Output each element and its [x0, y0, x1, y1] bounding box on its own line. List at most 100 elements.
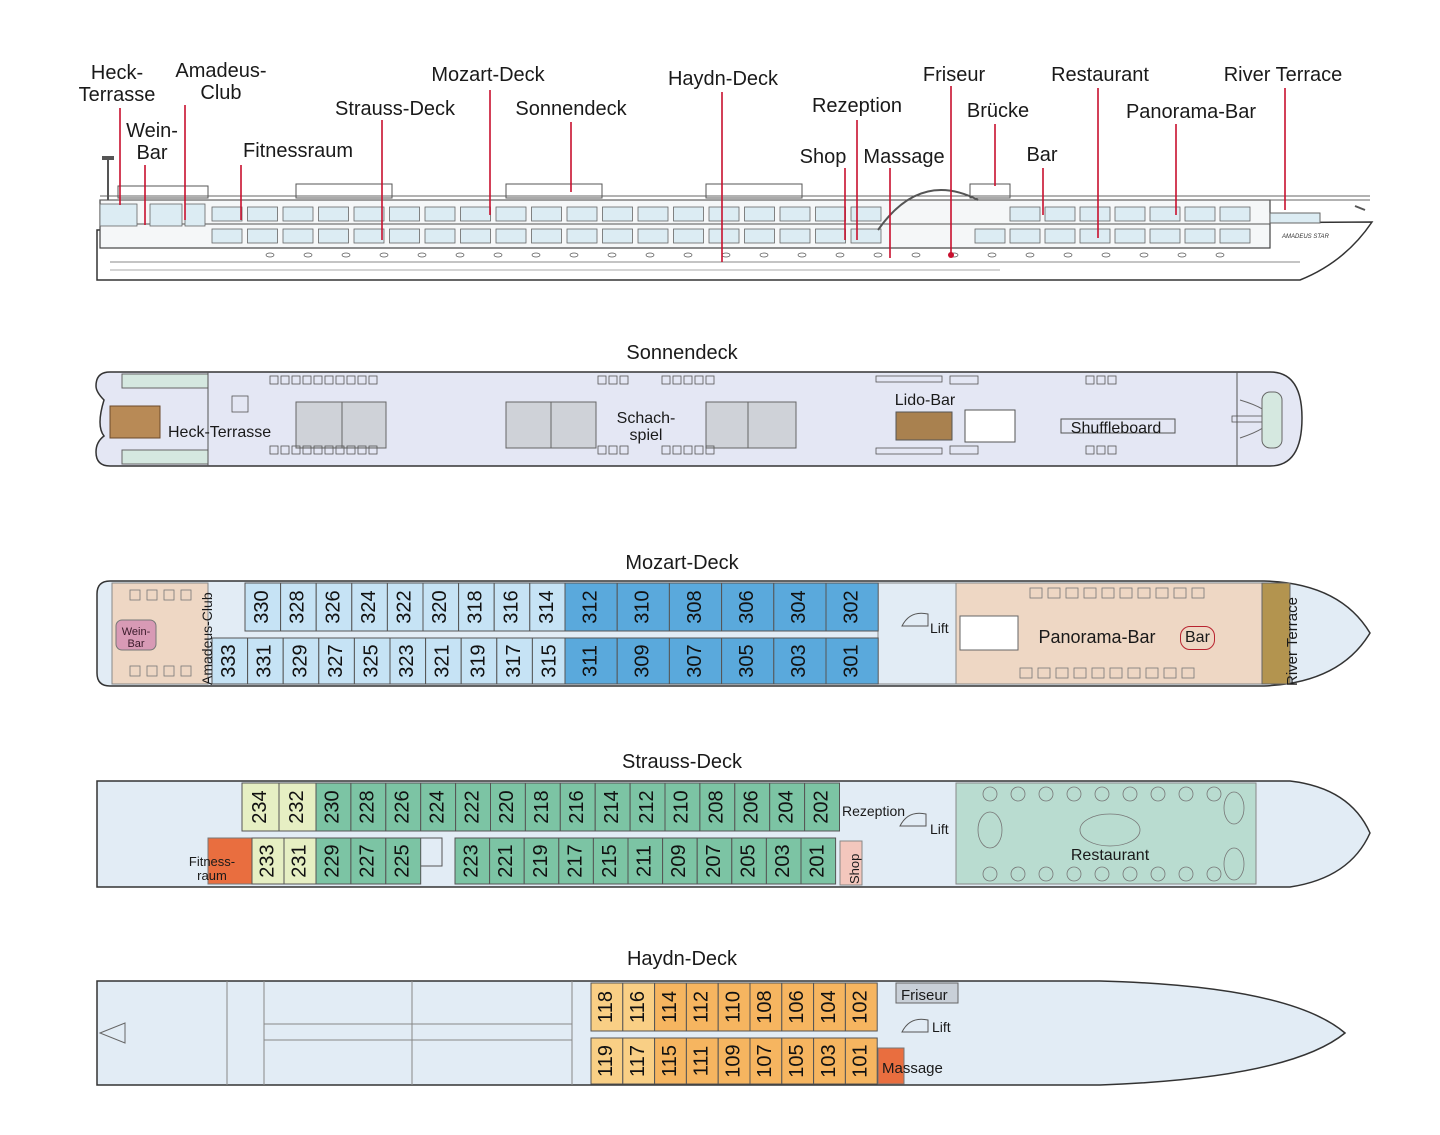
window — [673, 206, 704, 222]
table — [1191, 587, 1205, 599]
strauss-deck-title: Strauss-Deck — [621, 751, 743, 773]
lounger — [357, 375, 367, 385]
window — [1079, 206, 1111, 222]
cabin-224 — [420, 782, 457, 832]
table — [1155, 587, 1169, 599]
cabin-number: 204 — [775, 790, 797, 823]
table — [1223, 847, 1245, 881]
window — [779, 206, 811, 222]
cabin-number: 105 — [786, 1044, 808, 1077]
mozart-deck-title: Mozart-Deck — [625, 552, 739, 574]
porthole — [721, 252, 731, 258]
cabin-number: 208 — [706, 790, 728, 823]
cabin-104 — [813, 982, 846, 1032]
cabin-330 — [244, 582, 282, 632]
cabin-214 — [594, 782, 631, 832]
label-panorama-bar: Panorama-Bar — [1125, 101, 1257, 123]
table — [1122, 866, 1138, 882]
haydn-massage: Massage — [882, 1060, 943, 1077]
table — [982, 866, 998, 882]
cabin-number: 326 — [322, 590, 344, 623]
window — [1044, 206, 1076, 222]
cabin-number: 207 — [703, 844, 725, 877]
cabin-101 — [844, 1037, 878, 1085]
table — [1163, 667, 1177, 679]
cabin-209 — [662, 837, 698, 885]
lounger — [597, 445, 607, 455]
cabin-number: 305 — [736, 644, 758, 677]
cabin-102 — [844, 982, 878, 1032]
window — [495, 228, 527, 244]
label-wein-bar: Wein- Bar — [126, 120, 178, 164]
cabin-116 — [622, 982, 656, 1032]
cabin-number: 312 — [579, 590, 601, 623]
table — [1137, 587, 1151, 599]
window — [531, 206, 562, 222]
cabin-number: 218 — [531, 790, 553, 823]
table — [1083, 587, 1097, 599]
cabin-311 — [564, 637, 618, 685]
porthole — [303, 252, 313, 258]
cabin-number: 211 — [634, 845, 656, 877]
table — [1150, 866, 1166, 882]
mozart-wein-bar: Wein-Bar — [121, 626, 151, 650]
window — [389, 206, 420, 222]
window — [1219, 228, 1251, 244]
window — [566, 206, 598, 222]
porthole — [1139, 252, 1149, 258]
cabin-331 — [247, 637, 284, 685]
table — [1178, 786, 1194, 802]
lounger — [269, 445, 279, 455]
table — [1109, 667, 1123, 679]
buffet — [1079, 813, 1141, 847]
window — [495, 206, 527, 222]
table — [1037, 667, 1051, 679]
table — [1010, 866, 1026, 882]
window — [1009, 228, 1041, 244]
cabin-204 — [769, 782, 806, 832]
cabin-231 — [283, 837, 317, 885]
cabin-317 — [496, 637, 533, 685]
table — [163, 589, 175, 601]
label-heck-terrasse: Heck- Terrasse — [78, 62, 156, 106]
window — [1184, 228, 1216, 244]
lounger — [269, 375, 279, 385]
strauss-restaurant: Restaurant — [1070, 847, 1150, 864]
cabin-number: 209 — [668, 844, 690, 877]
cabin-number: 304 — [788, 590, 810, 623]
cabin-217 — [558, 837, 594, 885]
window — [184, 203, 206, 227]
cabin-number: 225 — [392, 844, 414, 877]
cabin-number: 311 — [579, 645, 601, 677]
cabin-223 — [454, 837, 491, 885]
cabin-203 — [765, 837, 802, 885]
cabin-202 — [804, 782, 840, 832]
porthole — [797, 252, 807, 258]
lounger — [597, 375, 607, 385]
cabin-number: 232 — [286, 790, 308, 823]
porthole — [493, 252, 503, 258]
window — [424, 206, 456, 222]
porthole — [607, 252, 617, 258]
lounger — [291, 445, 301, 455]
table — [1145, 667, 1159, 679]
window — [566, 228, 598, 244]
lounger — [1096, 445, 1106, 455]
cabin-number: 315 — [538, 644, 560, 677]
table — [1066, 866, 1082, 882]
table — [180, 589, 192, 601]
window — [318, 206, 349, 222]
window — [850, 228, 882, 244]
lounger — [608, 445, 618, 455]
table — [1206, 866, 1222, 882]
window — [531, 228, 562, 244]
cabin-number: 117 — [627, 1045, 649, 1077]
sonnendeck-title: Sonnendeck — [626, 342, 738, 364]
cabin-number: 316 — [500, 590, 522, 623]
lounger — [346, 375, 356, 385]
window — [602, 206, 633, 222]
window — [99, 203, 138, 227]
sonnendeck-schachspiel: Schach-spiel — [616, 410, 676, 444]
cabin-225 — [385, 837, 422, 885]
window — [318, 228, 349, 244]
